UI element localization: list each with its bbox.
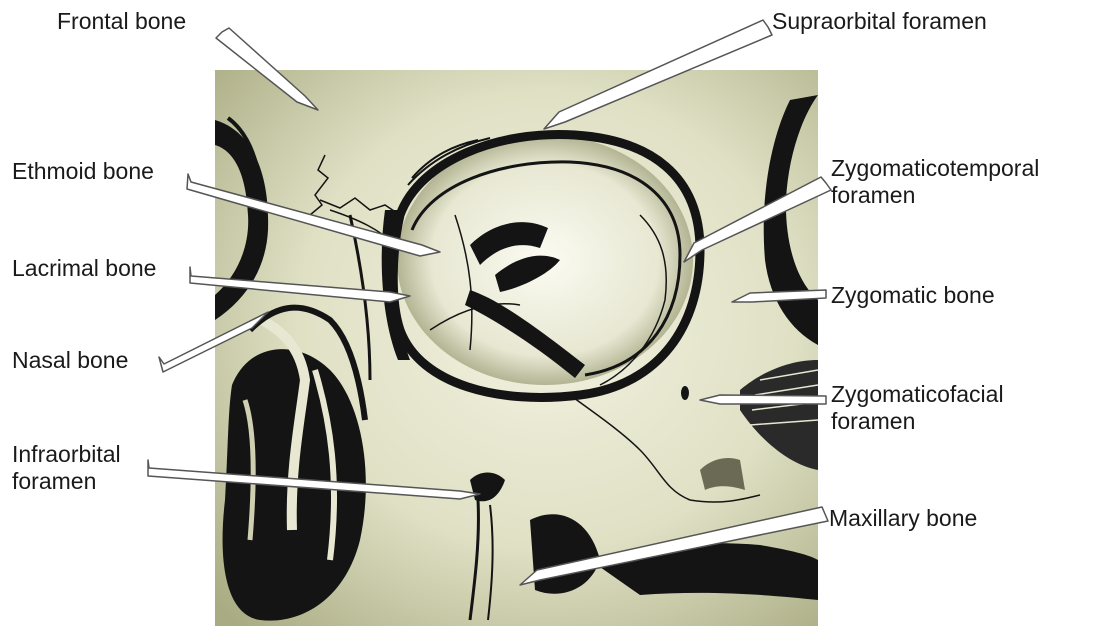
label-nasal-bone: Nasal bone — [12, 347, 128, 374]
zygomaticofacial-foramen-dot — [681, 386, 689, 400]
label-lacrimal-bone: Lacrimal bone — [12, 255, 156, 282]
label-supraorbital-foramen: Supraorbital foramen — [772, 8, 987, 35]
label-infraorbital-foramen: Infraorbital foramen — [12, 441, 121, 495]
label-zygomaticofacial-foramen: Zygomaticofacial foramen — [831, 381, 1004, 435]
label-zygomaticotemporal-foramen: Zygomaticotemporal foramen — [831, 155, 1039, 209]
label-maxillary-bone: Maxillary bone — [829, 505, 977, 532]
label-zygomatic-bone: Zygomatic bone — [831, 282, 995, 309]
label-ethmoid-bone: Ethmoid bone — [12, 158, 154, 185]
label-frontal-bone: Frontal bone — [57, 8, 186, 35]
arrow-zygomaticofacial-foramen — [700, 395, 826, 404]
